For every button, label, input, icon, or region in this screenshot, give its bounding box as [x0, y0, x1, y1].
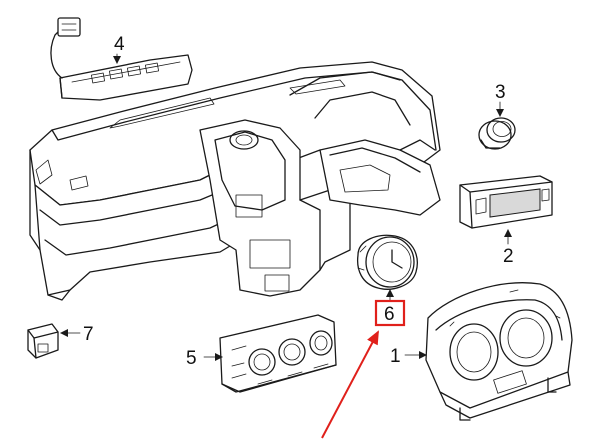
clock-part [356, 234, 418, 290]
callout-7: 7 [83, 324, 94, 345]
climate-control-part [219, 314, 337, 393]
switch-panel-part [50, 17, 193, 101]
instrument-panel-drawing [29, 61, 441, 301]
callout-5: 5 [186, 348, 197, 369]
callout-6: 6 [384, 304, 395, 325]
callout-2: 2 [503, 246, 514, 267]
instrument-cluster-part [425, 282, 573, 421]
display-unit-part [459, 175, 553, 229]
push-button-part [478, 117, 516, 150]
highlight-arrow [321, 330, 379, 439]
callout-1: 1 [390, 346, 401, 367]
callout-4: 4 [114, 34, 125, 55]
callout-3: 3 [495, 82, 506, 103]
switch-knob-part [27, 323, 59, 359]
highlight-box [374, 299, 406, 327]
